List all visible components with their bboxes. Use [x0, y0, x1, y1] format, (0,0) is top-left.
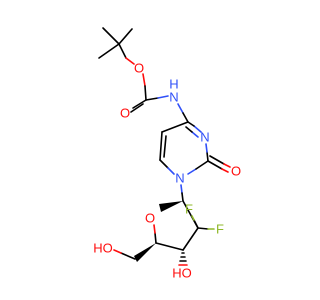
- bond-c2-n3-blue: [205, 143, 208, 153]
- hash-c3prime-oh: [178, 252, 188, 266]
- atom-o-ester: O: [134, 61, 144, 76]
- bond-c4prime-o4: [154, 232, 157, 244]
- bond-c2-o-b-red: [223, 163, 231, 168]
- bond-c4prime-o4-red: [153, 224, 156, 234]
- atom-oh-5: HO: [93, 241, 113, 256]
- bond-carbonyl-c-to-n-blue: [157, 95, 169, 99]
- bond-n3-c4-b: [185, 126, 193, 133]
- atom-h-carbamate: H: [169, 77, 178, 92]
- bond-carbonyl-c-to-n: [145, 97, 159, 101]
- bond-n1-c1prime-blue: [180, 184, 183, 194]
- wedge-c1prime-o4: [159, 201, 183, 212]
- bond-c5prime-o5: [120, 252, 136, 260]
- bond-c5prime-o5-red: [113, 249, 122, 254]
- atom-oh-3: HO: [172, 266, 192, 281]
- atom-o-c2: O: [231, 164, 241, 179]
- atom-n-ring3: N: [200, 130, 209, 145]
- bond-n-to-c4-blue: [177, 103, 184, 114]
- atom-n-carbamate: N: [169, 90, 178, 105]
- atom-f-upper: F: [185, 202, 193, 217]
- bond-tbu-methyl-left: [98, 43, 120, 59]
- bond-n3-c4-a-blue: [193, 125, 202, 133]
- bond-c2-o-a-red: [221, 168, 229, 173]
- bond-c2-o-a: [207, 160, 223, 170]
- bond-c2-n3: [206, 151, 209, 162]
- bond-tbu-methyl-top: [102, 27, 120, 45]
- bond-o-to-carbonyl-c: [142, 73, 146, 87]
- bond-c2-o-b: [209, 155, 225, 165]
- bond-c2prime-f-right: [197, 227, 209, 230]
- bond-c5-c6-a: [159, 131, 163, 161]
- bond-n1-c2: [195, 160, 209, 170]
- bond-n1-c1prime: [181, 192, 184, 202]
- bond-n1-c2-blue: [187, 168, 197, 175]
- bond-c2prime-f-upper: [193, 219, 199, 229]
- bond-tbu-methyl-right: [118, 28, 133, 45]
- atom-n-ring1: N: [175, 171, 184, 186]
- bond-tbu-to-o-red: [125, 57, 135, 65]
- atom-o-carbonyl: O: [120, 106, 130, 121]
- bond-c4-c5: [161, 121, 189, 133]
- bond-c2prime-f-upper-green: [191, 215, 195, 221]
- bond-o-to-carbonyl-c-black: [144, 85, 147, 101]
- bond-tbu-to-o: [118, 43, 127, 59]
- bond-c2prime-c3prime: [182, 227, 199, 251]
- bond-n3-c4-a: [187, 121, 195, 127]
- wedge-c4prime-c5prime: [134, 243, 156, 262]
- bond-carbonyl-double-b: [130, 103, 144, 113]
- bond-c5-c6-b: [163, 135, 167, 158]
- bond-n-to-c4: [182, 112, 189, 123]
- molecule-diagram: O O N H N N O O F F HO HO: [93, 27, 241, 281]
- atom-o-furanose: O: [145, 211, 155, 226]
- bond-c3prime-c4prime: [155, 242, 184, 251]
- bond-carbonyl-double-a: [132, 99, 147, 109]
- atom-f-right: F: [216, 222, 224, 237]
- bond-c6-n1-blue: [167, 167, 175, 175]
- bond-c6-n1: [159, 159, 169, 169]
- structure-svg: O O N H N N O O F F HO HO: [93, 27, 241, 281]
- bond-n3-c4-b-blue: [191, 131, 199, 138]
